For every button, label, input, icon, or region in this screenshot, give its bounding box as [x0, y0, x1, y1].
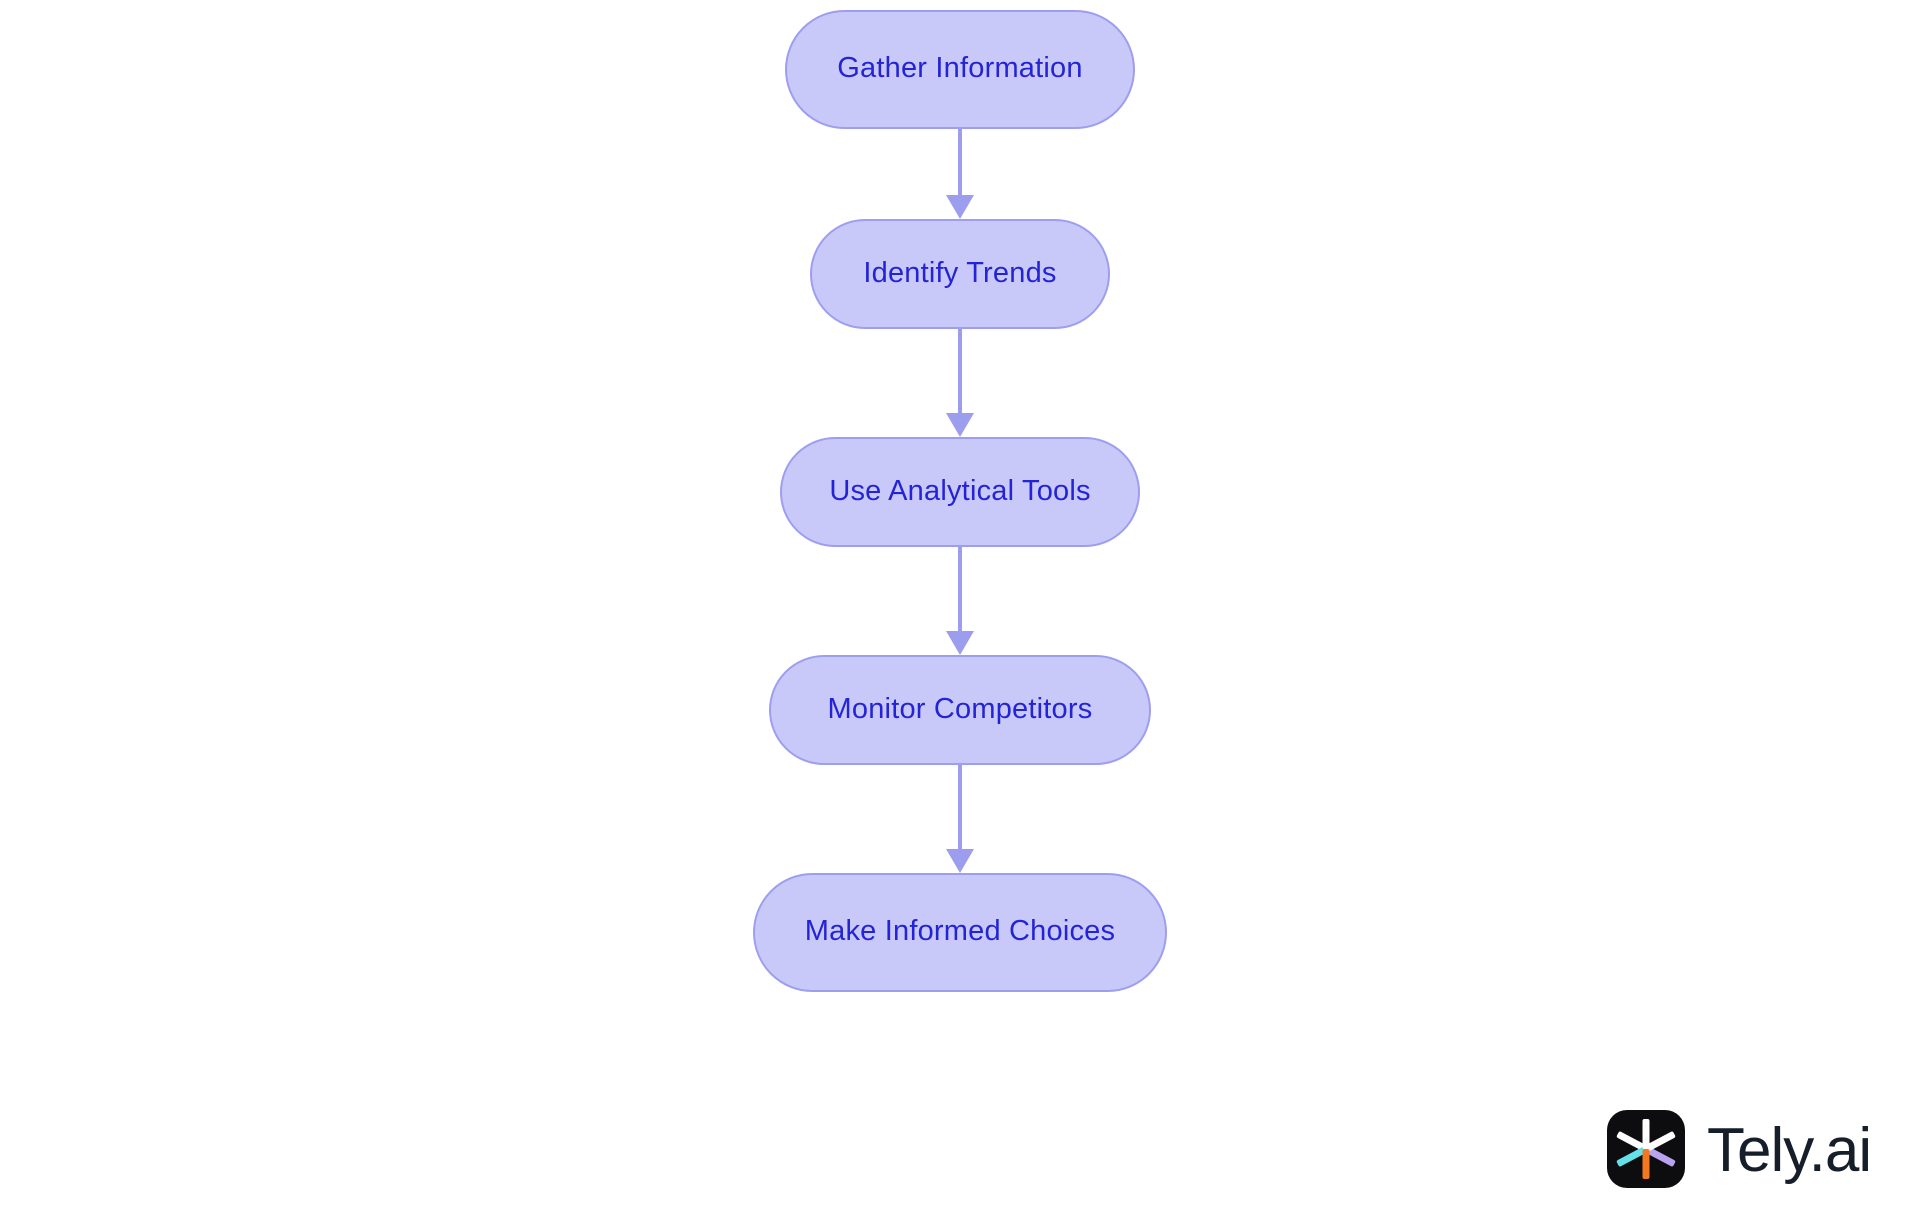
flow-edge-n3-n4: [945, 547, 975, 655]
flow-node-identify-trends[interactable]: Identify Trends: [810, 219, 1110, 329]
flow-node-use-analytical-tools[interactable]: Use Analytical Tools: [780, 437, 1140, 547]
tely-starburst-icon: [1607, 1110, 1685, 1188]
edge-arrowhead-icon: [946, 195, 974, 219]
flow-node-label: Monitor Competitors: [827, 692, 1093, 725]
flow-node-label: Use Analytical Tools: [829, 474, 1091, 507]
logo-bar-vertical-orange: [1642, 1149, 1650, 1179]
tely-ai-wordmark: Tely.ai: [1707, 1116, 1872, 1185]
flow-node-monitor-competitors[interactable]: Monitor Competitors: [769, 655, 1151, 765]
edge-arrowhead-icon: [946, 631, 974, 655]
edge-stem: [958, 129, 962, 196]
flow-node-label: Gather Information: [837, 52, 1083, 84]
flow-node-label: Make Informed Choices: [804, 915, 1116, 947]
flow-edge-n4-n5: [945, 765, 975, 873]
flow-edge-n1-n2: [945, 129, 975, 219]
edge-stem: [958, 329, 962, 414]
edge-arrowhead-icon: [946, 413, 974, 437]
flow-node-make-informed-choices[interactable]: Make Informed Choices: [753, 873, 1167, 992]
tely-ai-logo: Tely.ai: [1607, 1110, 1872, 1188]
logo-bar-vertical-white: [1642, 1119, 1650, 1149]
flow-node-gather-information[interactable]: Gather Information: [785, 10, 1135, 129]
flow-edge-n2-n3: [945, 329, 975, 437]
edge-stem: [958, 547, 962, 632]
flow-node-label: Identify Trends: [863, 256, 1057, 289]
edge-arrowhead-icon: [946, 849, 974, 873]
flowchart: Gather Information Identify Trends Use A…: [0, 10, 1920, 992]
edge-stem: [958, 765, 962, 850]
